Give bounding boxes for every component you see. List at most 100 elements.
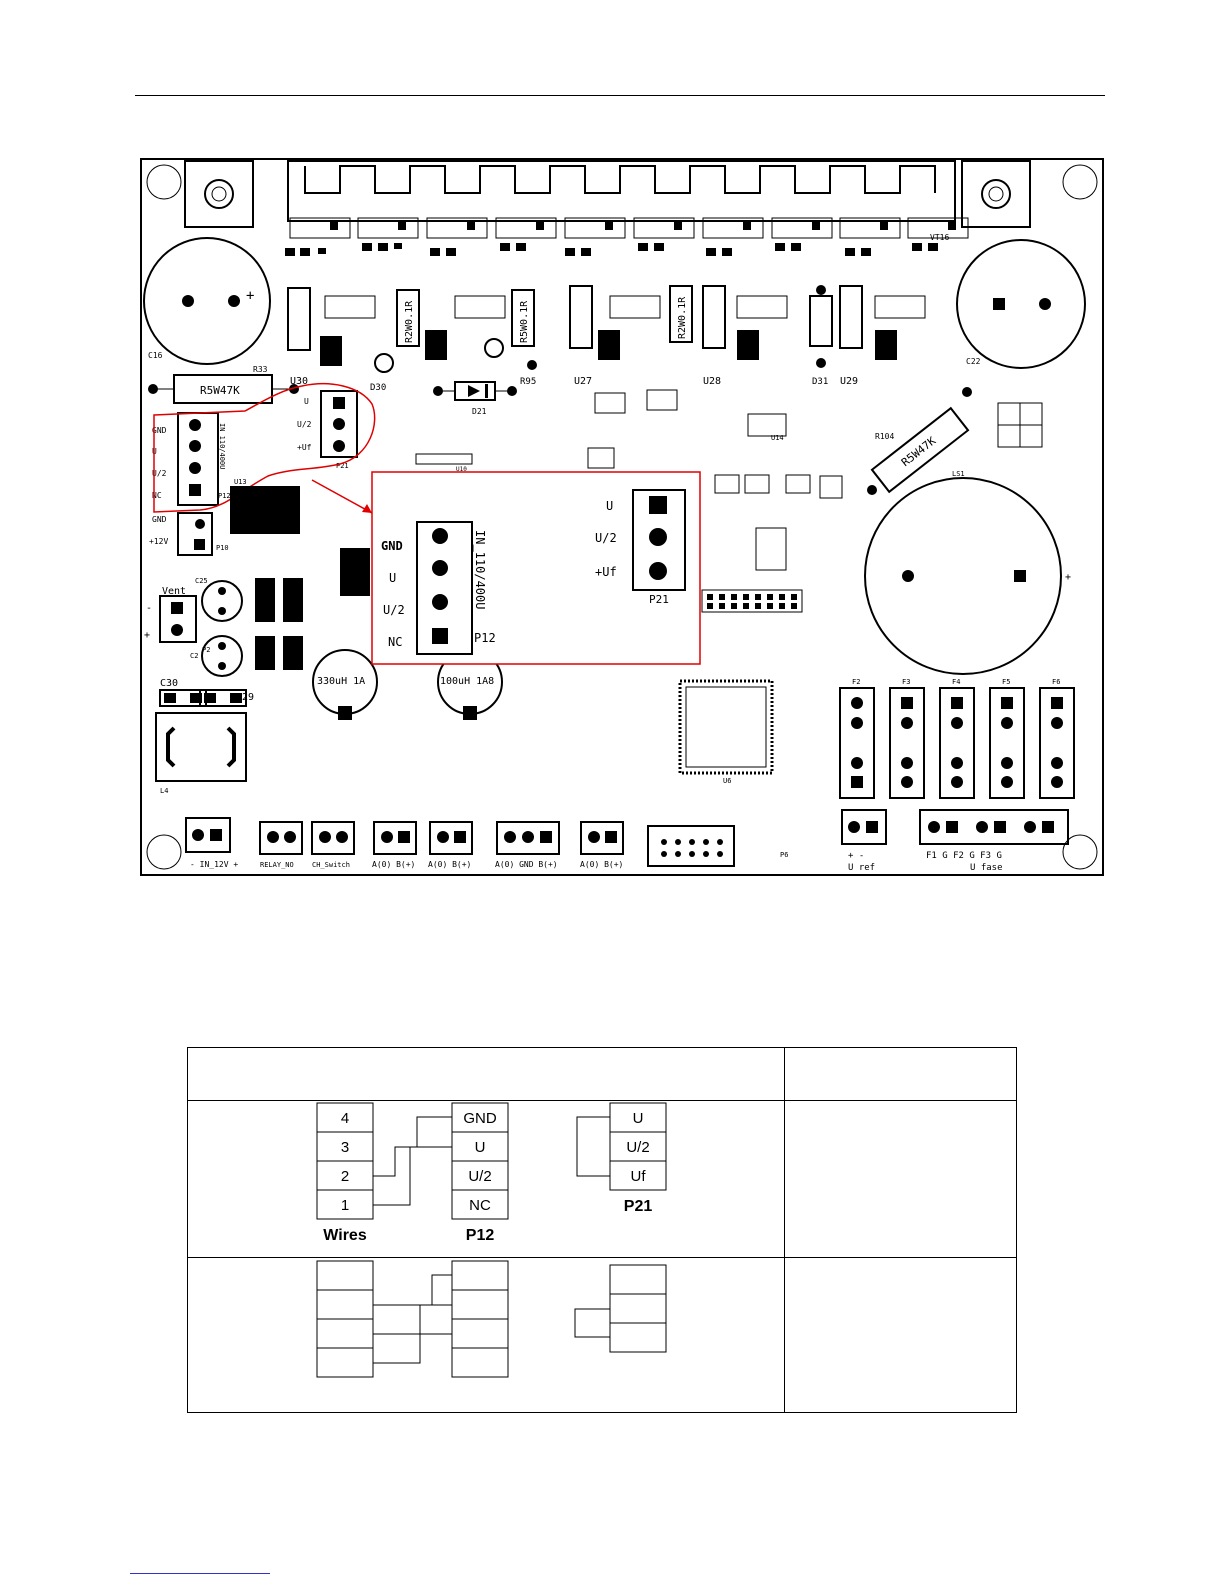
svg-text:100uH 1A8: 100uH 1A8	[440, 676, 494, 687]
svg-text:U13: U13	[234, 478, 247, 486]
mount-hole	[1062, 164, 1098, 200]
wire-num-1: 1	[341, 1197, 349, 1214]
svg-text:-: -	[146, 603, 152, 614]
svg-text:C30: C30	[160, 678, 178, 689]
zoom-p21-pin-uf: +Uf	[595, 565, 617, 579]
zoom-inset	[371, 471, 701, 665]
header-rule	[135, 95, 1105, 96]
zoom-p12-pin-u2: U/2	[383, 603, 405, 617]
p21-caption: P21	[624, 1198, 653, 1215]
p12-block-empty	[451, 1260, 509, 1378]
svg-text:C29: C29	[236, 692, 254, 703]
heatsink-right-mount	[961, 160, 1031, 228]
header-grid	[701, 589, 803, 613]
svg-text:R5W0.1R: R5W0.1R	[519, 300, 530, 343]
diode-d31	[809, 295, 833, 347]
p10-connector: GND +12V P10	[149, 512, 229, 556]
svg-text:Vent: Vent	[162, 586, 186, 597]
svg-text:IN_110/400U: IN_110/400U	[218, 423, 226, 469]
fuse-holders	[839, 687, 1075, 799]
svg-text:U/2: U/2	[297, 420, 312, 429]
inductor-l4	[155, 712, 247, 782]
svg-text:F6: F6	[1052, 678, 1060, 686]
svg-text:GND: GND	[152, 515, 167, 524]
heatsink	[287, 160, 956, 222]
svg-text:F4: F4	[952, 678, 960, 686]
svg-text:F2: F2	[852, 678, 860, 686]
mount-hole	[146, 834, 182, 870]
vt16-label: VT16	[930, 233, 949, 242]
svg-text:330uH 1A: 330uH 1A	[317, 676, 365, 687]
wire-num-3: 3	[341, 1139, 349, 1156]
zoom-p12-pin-gnd: GND	[381, 539, 403, 553]
svg-text:F5: F5	[1002, 678, 1010, 686]
highlight-arrow	[311, 479, 373, 514]
table-column-divider	[784, 1048, 785, 1412]
svg-text:+ -: + -	[848, 851, 864, 861]
c22-label: C22	[966, 357, 981, 366]
ic-row	[324, 295, 926, 319]
resistor-vertical-mid: R5W0.1R	[511, 289, 535, 347]
zoom-p21-pin-u2: U/2	[595, 531, 617, 545]
footer-link-underline	[130, 1573, 270, 1574]
svg-text:R104: R104	[875, 432, 894, 441]
zoom-p12-pin-u: U	[389, 571, 396, 585]
p12-caption: P12	[466, 1227, 495, 1244]
svg-text:+: +	[246, 288, 254, 304]
p12-pin-nc: NC	[469, 1197, 491, 1214]
wiring-diagrams: 4 3 2 1 GND U U/2 NC U U/2 Uf Wires P12 …	[316, 1102, 667, 1378]
wires-caption: Wires	[323, 1227, 367, 1244]
heatsink-fins	[304, 165, 936, 194]
driver-blocks	[287, 285, 863, 351]
p12-pin-u2: U/2	[468, 1168, 491, 1185]
table-row-divider	[188, 1257, 1016, 1258]
svg-text:U6: U6	[723, 777, 731, 785]
resistor-vertical-left: R2W0.1R	[396, 289, 420, 347]
resistor-vertical-right: R2W0.1R	[669, 285, 693, 343]
transistor-row	[289, 217, 969, 239]
heatsink-left-mount	[184, 160, 254, 228]
wire-connection	[373, 1116, 452, 1206]
svg-text:GND: GND	[152, 426, 167, 435]
svg-text:U/2: U/2	[152, 469, 167, 478]
wiring-table	[187, 1047, 1017, 1413]
p21-pin-uf: Uf	[631, 1168, 647, 1185]
svg-text:P6: P6	[780, 851, 788, 859]
zoom-p12-connector: GND U U/2 NC P12 IN_110/400U	[381, 521, 496, 655]
p21-jumper-empty	[574, 1308, 610, 1338]
p21-jumper	[576, 1116, 610, 1177]
zoom-p12-side: IN_110/400U	[473, 530, 487, 609]
svg-text:F1 G F2 G F3 G: F1 G F2 G F3 G	[926, 851, 1002, 861]
svg-text:NC: NC	[152, 491, 162, 500]
svg-text:+12V: +12V	[149, 537, 168, 546]
svg-text:P21: P21	[336, 462, 349, 470]
vent-connector: Vent - + P2	[144, 586, 210, 654]
svg-text:F3: F3	[902, 678, 910, 686]
svg-text:U: U	[304, 397, 309, 406]
mount-hole	[1062, 834, 1098, 870]
svg-text:A(0) B(+): A(0) B(+)	[428, 860, 471, 869]
wires-block	[316, 1102, 374, 1220]
svg-text:U ref: U ref	[848, 863, 875, 873]
svg-text:U27: U27	[574, 376, 592, 387]
svg-text:R95: R95	[520, 377, 536, 387]
capacitor-c22	[956, 239, 1086, 369]
svg-text:R2W0.1R: R2W0.1R	[677, 296, 688, 339]
zoom-p21-connector: U U/2 +Uf P21	[595, 489, 686, 606]
svg-text:RELAY_NO: RELAY_NO	[260, 861, 294, 869]
svg-text:+Uf: +Uf	[297, 443, 312, 452]
svg-text:A(0) GND B(+): A(0) GND B(+)	[495, 860, 558, 869]
svg-text:U29: U29	[840, 376, 858, 387]
zoom-p12-pin-nc: NC	[388, 635, 402, 649]
dpak-pads	[320, 330, 897, 366]
p12-pin-gnd: GND	[463, 1110, 497, 1127]
capacitor-c25	[201, 580, 243, 622]
wire-num-2: 2	[341, 1168, 349, 1185]
svg-text:L4: L4	[160, 787, 168, 795]
svg-text:D21: D21	[472, 407, 487, 416]
capacitor-c16	[143, 237, 271, 365]
svg-text:CH_Switch: CH_Switch	[312, 861, 350, 869]
c16-label: C16	[148, 351, 163, 360]
speaker-ls1	[864, 477, 1062, 675]
p12-small-connector: GND U U/2 NC P12 IN_110/400U	[152, 412, 231, 506]
